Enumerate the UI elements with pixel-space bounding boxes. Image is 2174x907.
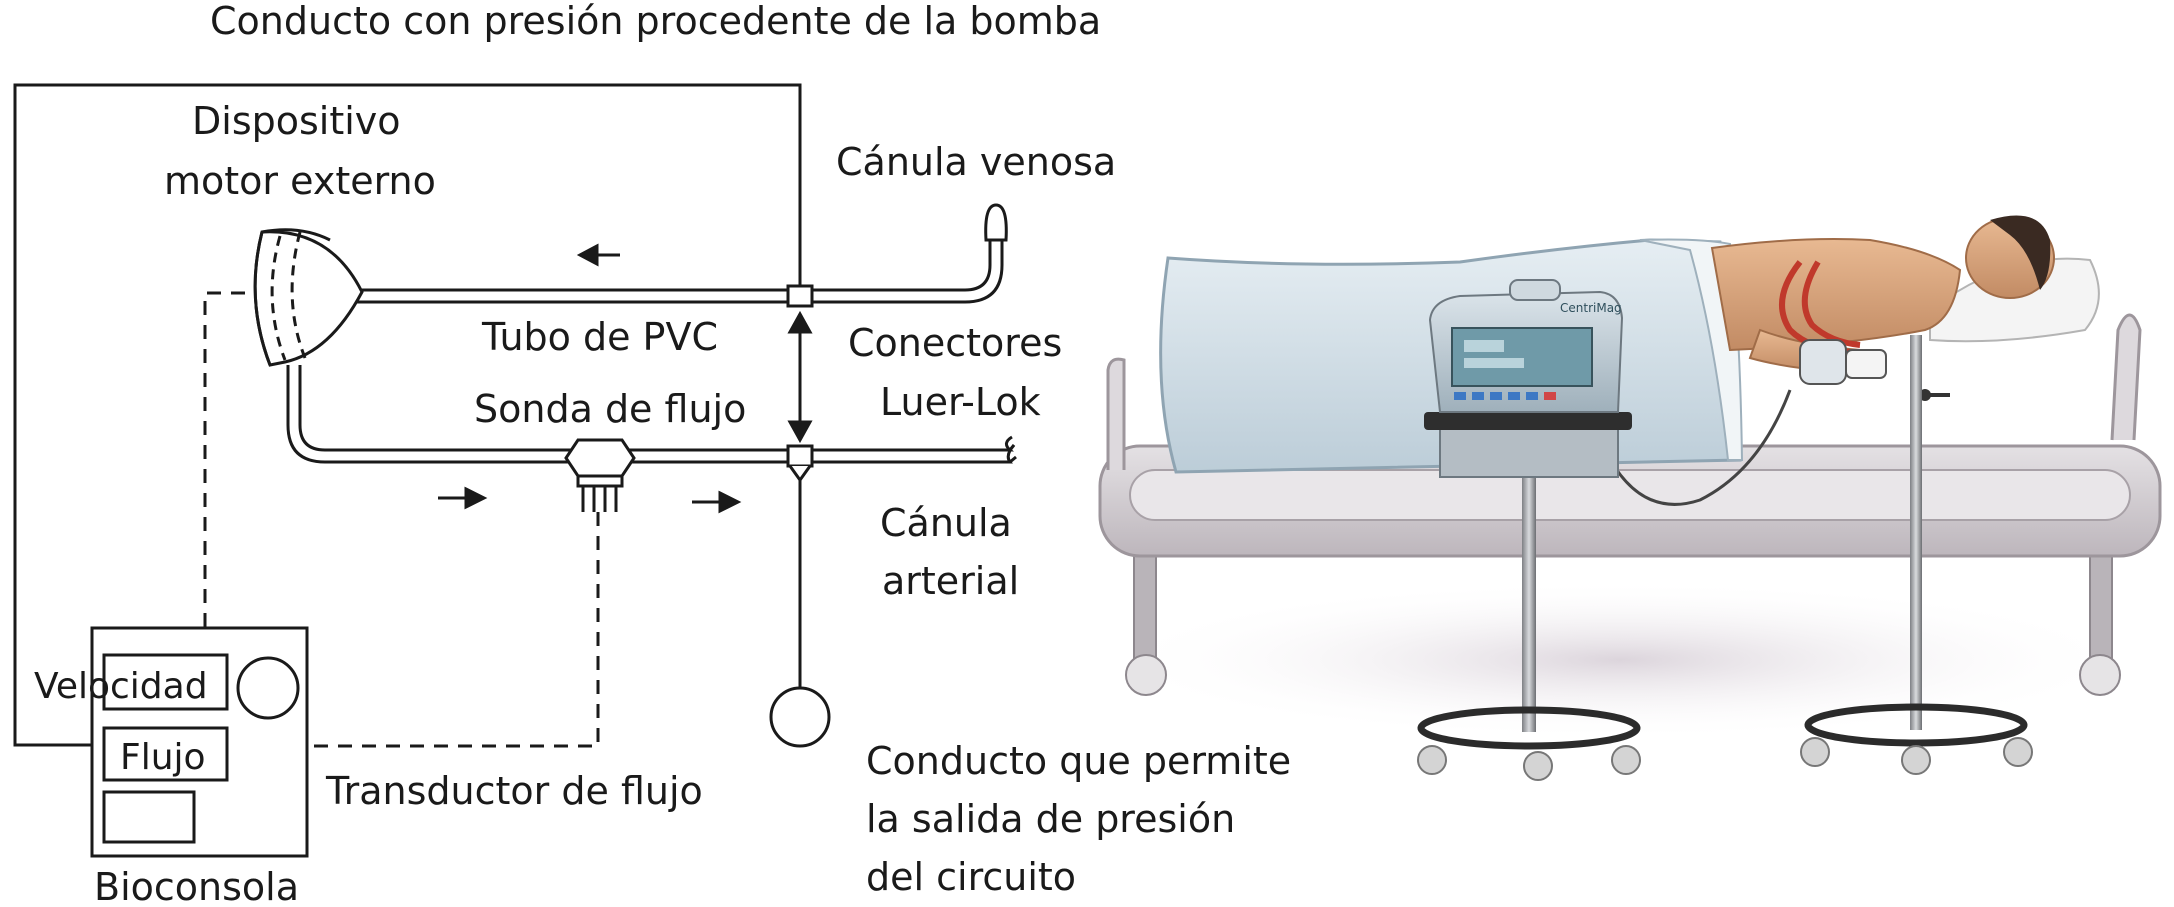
pvc-tube-label: Tubo de PVC xyxy=(481,315,718,359)
pressure-line-from-pump xyxy=(13,83,802,747)
circuit-schematic xyxy=(13,83,1017,858)
pump-pressure-line-title: Conducto con presión procedente de la bo… xyxy=(210,0,1101,43)
bed-legs xyxy=(1125,549,2121,696)
pressure-outlet-label-line2: la salida de presión xyxy=(866,797,1235,841)
venous-cannula-label: Cánula venosa xyxy=(836,140,1116,184)
console-dial xyxy=(236,656,300,720)
motor-outflow-tube xyxy=(286,365,1016,464)
flow-direction-arrows xyxy=(438,243,742,514)
patient-torso xyxy=(1710,238,1962,352)
arterial-cannula-label-line2: arterial xyxy=(882,559,1019,603)
console-brand: CentriMag xyxy=(1560,301,1622,315)
patient-hair xyxy=(1990,215,2051,290)
connectors-label-line2: Luer-Lok xyxy=(880,380,1041,424)
motor-label-line1: Dispositivo xyxy=(192,99,401,143)
luer-lock-connector-venous xyxy=(786,284,814,308)
venous-cannula-tip xyxy=(984,203,1008,242)
console-screen xyxy=(1451,327,1593,387)
motor-label-line2: motor externo xyxy=(164,159,436,203)
external-motor-device xyxy=(253,228,364,367)
console-pole-stand xyxy=(1417,470,1641,781)
console-cable xyxy=(1603,389,1792,506)
pressure-outlet-label-line3: del circuito xyxy=(866,855,1076,899)
flow-probe xyxy=(564,438,636,512)
arterial-cannula-label-line1: Cánula xyxy=(880,501,1012,545)
venous-tube xyxy=(357,238,992,292)
console-flow-label: Flujo xyxy=(120,737,206,778)
patient-illustration: CentriMag xyxy=(1098,215,2162,781)
arterial-cannula-tip xyxy=(1008,444,1017,464)
blank-field-box xyxy=(102,790,196,844)
flow-transducer-dashed-line xyxy=(307,512,600,748)
motor-signal-dashed-line xyxy=(203,291,245,628)
pressure-outlet-bulb xyxy=(769,686,831,748)
pressure-outlet-label-line1: Conducto que permite xyxy=(866,739,1291,783)
centrimag-console: CentriMag xyxy=(1424,279,1632,478)
speed-field-box xyxy=(102,653,229,711)
flow-transducer-label: Transductor de flujo xyxy=(325,769,703,813)
schematic-labels: Conducto con presión procedente de la bo… xyxy=(34,0,1291,907)
flow-field-box xyxy=(102,726,229,782)
bioconsole-label: Bioconsola xyxy=(94,865,299,907)
bed-headboard xyxy=(2110,313,2142,441)
bedside-pump-head xyxy=(1799,339,1950,401)
connectors-label-line1: Conectores xyxy=(848,321,1062,365)
bed-footboard xyxy=(1106,357,1126,470)
flow-probe-label: Sonda de flujo xyxy=(474,387,746,431)
bioconsole xyxy=(90,626,309,858)
right-pole-stand xyxy=(1800,335,2033,775)
console-speed-label: Velocidad xyxy=(34,666,208,707)
luer-lock-connector-arterial xyxy=(786,444,814,468)
